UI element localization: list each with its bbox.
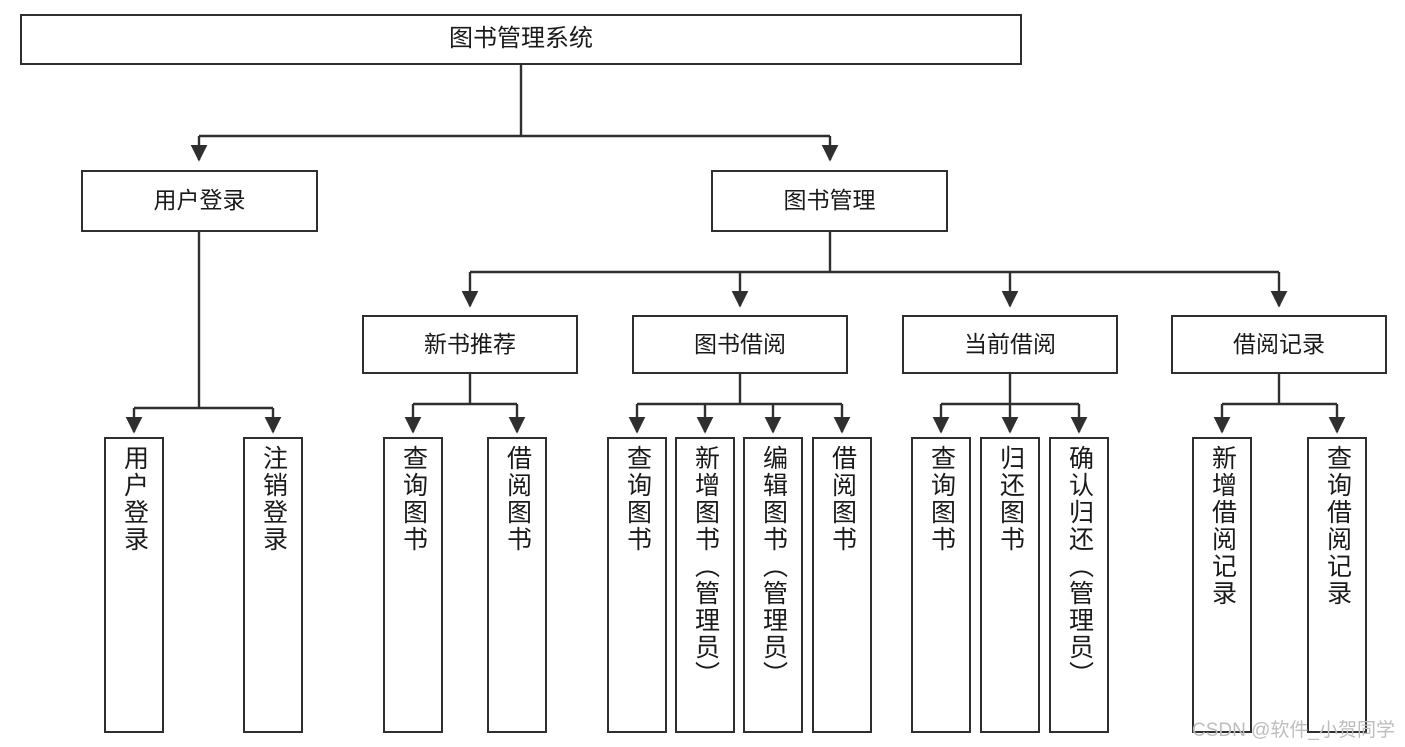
leaf-current-borrow-return-book[interactable]: 归还图书 xyxy=(980,437,1040,733)
node-label: 注销登录 xyxy=(259,445,288,553)
node-label: 用户登录 xyxy=(153,187,246,214)
leaf-user-login-login[interactable]: 用户登录 xyxy=(104,437,164,733)
leaf-current-borrow-query-book[interactable]: 查询图书 xyxy=(911,437,971,733)
node-root-book-management-system[interactable]: 图书管理系统 xyxy=(20,14,1022,65)
node-label: 借阅图书 xyxy=(828,445,857,553)
node-book-borrow[interactable]: 图书借阅 xyxy=(632,315,848,374)
leaf-borrow-record-add-record[interactable]: 新增借阅记录 xyxy=(1192,437,1252,733)
node-label: 编辑图书（管理员） xyxy=(759,445,788,688)
node-label: 图书管理系统 xyxy=(449,25,593,53)
leaf-book-borrow-query-book[interactable]: 查询图书 xyxy=(607,437,667,733)
leaf-book-borrow-add-book-admin[interactable]: 新增图书（管理员） xyxy=(675,437,735,733)
leaf-borrow-record-query-record[interactable]: 查询借阅记录 xyxy=(1307,437,1367,733)
node-label: 新增图书（管理员） xyxy=(691,445,720,688)
node-label: 用户登录 xyxy=(120,445,149,553)
node-label: 确认归还（管理员） xyxy=(1065,445,1094,688)
node-label: 借阅图书 xyxy=(503,445,532,553)
leaf-user-login-logout[interactable]: 注销登录 xyxy=(243,437,303,733)
leaf-new-book-query-book[interactable]: 查询图书 xyxy=(383,437,443,733)
csdn-watermark: CSDN @软件_小贺同学 xyxy=(1192,720,1395,741)
node-label: 查询借阅记录 xyxy=(1323,445,1352,607)
node-label: 查询图书 xyxy=(927,445,956,553)
node-label: 新增借阅记录 xyxy=(1208,445,1237,607)
leaf-current-borrow-confirm-return-admin[interactable]: 确认归还（管理员） xyxy=(1049,437,1109,733)
node-book-management[interactable]: 图书管理 xyxy=(711,170,948,232)
node-label: 图书借阅 xyxy=(694,330,786,357)
node-label: 当前借阅 xyxy=(964,330,1056,357)
leaf-book-borrow-edit-book-admin[interactable]: 编辑图书（管理员） xyxy=(743,437,803,733)
leaf-book-borrow-borrow-book[interactable]: 借阅图书 xyxy=(812,437,872,733)
node-user-login[interactable]: 用户登录 xyxy=(81,170,318,232)
node-label: 查询图书 xyxy=(399,445,428,553)
node-label: 归还图书 xyxy=(996,445,1025,553)
leaf-new-book-borrow-book[interactable]: 借阅图书 xyxy=(487,437,547,733)
node-label: 新书推荐 xyxy=(424,330,516,357)
node-label: 图书管理 xyxy=(783,187,876,214)
node-new-book-recommend[interactable]: 新书推荐 xyxy=(362,315,578,374)
node-label: 借阅记录 xyxy=(1233,330,1325,357)
node-current-borrow[interactable]: 当前借阅 xyxy=(902,315,1118,374)
node-label: 查询图书 xyxy=(623,445,652,553)
node-borrow-record[interactable]: 借阅记录 xyxy=(1171,315,1387,374)
